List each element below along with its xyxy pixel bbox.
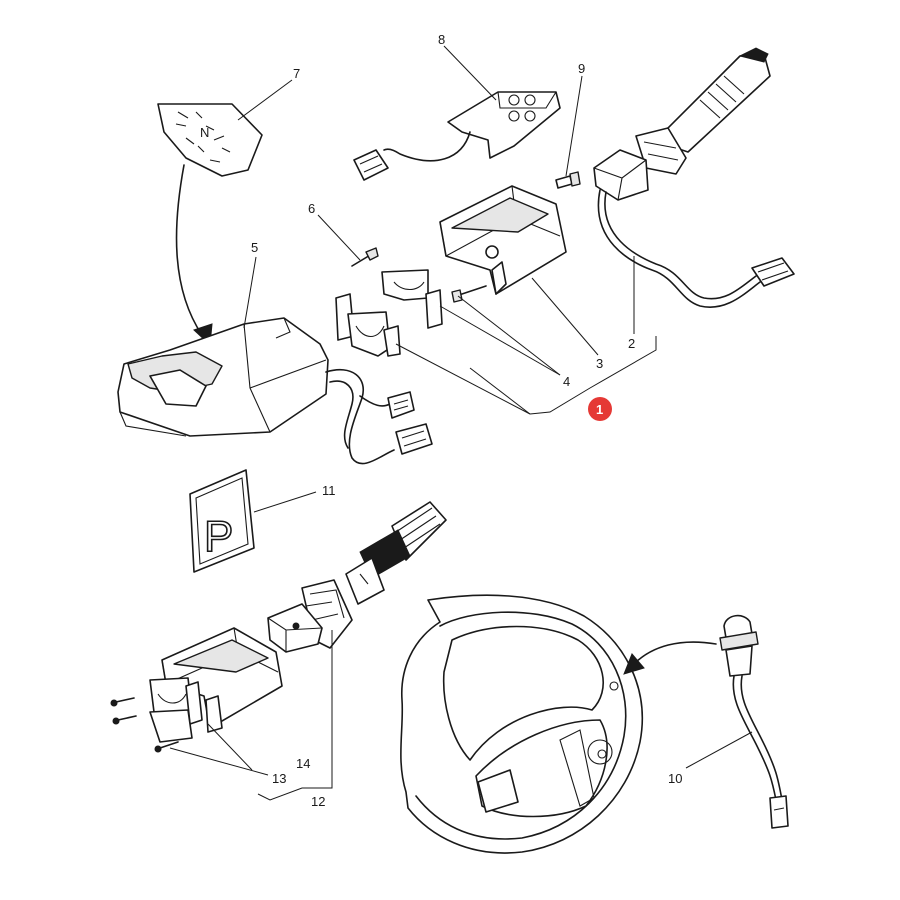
callout-labels: 7 8 9 6 5 3 2 4 11 14 13 12 10 — [251, 32, 682, 809]
leader-lines — [169, 45, 753, 801]
callout-7: 7 — [293, 66, 300, 81]
callout-12: 12 — [311, 794, 325, 809]
part-10-push-switch — [719, 614, 789, 829]
callout-4: 4 — [563, 374, 570, 389]
callout-2: 2 — [628, 336, 635, 351]
part-7-gear-plate: N — [157, 103, 263, 177]
part-3-bracket-box — [439, 185, 567, 295]
callout-1: 1 — [596, 402, 603, 417]
callout-1-badge-circle[interactable] — [588, 397, 612, 421]
parking-sign-letter: P — [204, 512, 233, 561]
part-9-screw — [555, 171, 581, 189]
part-8-switch-module — [353, 91, 561, 181]
callout-9: 9 — [578, 61, 585, 76]
svg-text:N: N — [200, 125, 209, 140]
callout-11: 11 — [322, 483, 336, 498]
callout-8: 8 — [438, 32, 445, 47]
callout-13: 13 — [272, 771, 286, 786]
part-5-switch-housing — [117, 317, 433, 465]
callout-5: 5 — [251, 240, 258, 255]
callout-6: 6 — [308, 201, 315, 216]
part-11-parking-sign: P — [189, 469, 255, 573]
part-13-screws — [110, 697, 179, 753]
dashboard-panel — [400, 594, 644, 854]
part-12-lever-switch — [267, 501, 447, 653]
part-6-pin — [351, 247, 379, 267]
part-4-clamp-set — [335, 269, 487, 357]
part-14-bracket-box — [149, 627, 283, 743]
part-2-lever-switch — [593, 47, 795, 308]
callout-1-badge[interactable]: 1 — [588, 397, 612, 421]
arrow-7-to-5 — [175, 164, 213, 347]
callout-14: 14 — [296, 756, 310, 771]
callout-10: 10 — [668, 771, 682, 786]
arrow-10-to-panel — [623, 641, 717, 675]
callout-3: 3 — [596, 356, 603, 371]
